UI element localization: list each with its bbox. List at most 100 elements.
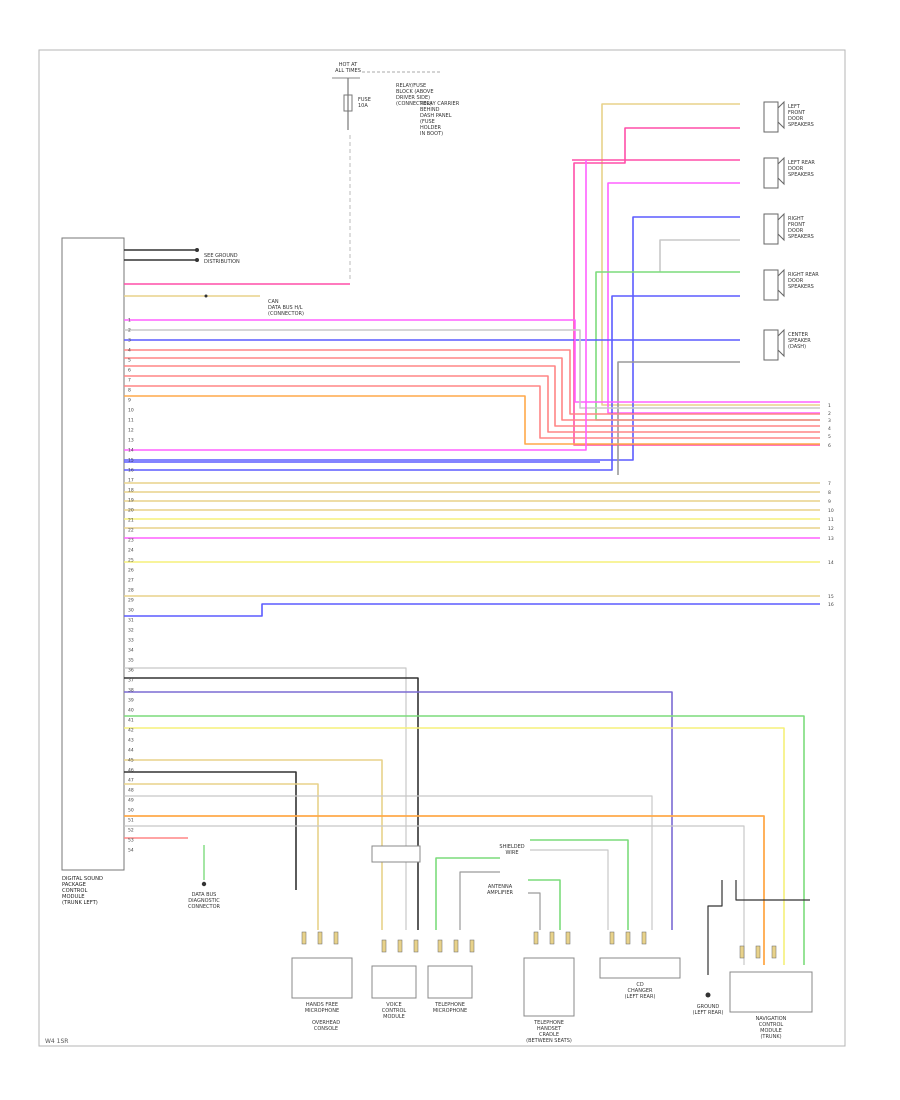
module-speaker-wire (124, 395, 820, 445)
module-pin-number: 49 (128, 798, 134, 804)
speaker-label-line: FRONT (788, 222, 806, 228)
component-pin (565, 931, 571, 945)
module-pin-number: 5 (128, 358, 131, 364)
module-pin-number: 4 (128, 348, 131, 354)
module-pin-number: 52 (128, 828, 134, 834)
module-pin-number: 12 (128, 428, 134, 434)
module-pin-number: 14 (128, 448, 134, 454)
right-pin-number: 6 (828, 443, 831, 449)
splice-dot (204, 294, 208, 298)
speaker-label-line: SPEAKERS (788, 122, 814, 128)
module-pin-number: 2 (128, 328, 131, 334)
component-label-line: MODULE (760, 1028, 782, 1034)
fuse-note-text-line: BEHIND (420, 107, 440, 113)
component-label-line: CONTROL (759, 1022, 784, 1028)
wire-right-front-a (124, 216, 740, 461)
wire-voice-c (124, 759, 383, 930)
speaker-label-line: SPEAKER (788, 338, 811, 344)
right-pin-number: 10 (828, 508, 834, 514)
module-pin-number: 7 (128, 378, 131, 384)
component-pin (317, 931, 323, 945)
speaker-label-line: DOOR (788, 166, 804, 172)
speaker-label-line: RIGHT (788, 216, 805, 222)
module-pin-number: 43 (128, 738, 134, 744)
wire-group (124, 103, 820, 975)
wire-left-rear-b (607, 182, 820, 414)
wire-cd-d (530, 839, 629, 930)
module-pin-number: 28 (128, 588, 134, 594)
data-bus-label-line: CONNECTOR (188, 904, 221, 910)
fuse-note-text-line: IN BOOT) (420, 131, 443, 137)
module-pin-number: 31 (128, 618, 134, 624)
speaker-label-line: RIGHT REAR (788, 272, 819, 278)
module-pin-number: 22 (128, 528, 134, 534)
component-box (523, 957, 575, 1017)
component-pin (609, 931, 615, 945)
speaker-connector (763, 213, 779, 245)
speaker-label-line: CENTER (788, 332, 809, 338)
right-pin-number: 11 (828, 517, 834, 523)
speaker-label-line: DOOR (788, 278, 804, 284)
wire-nav-ground (707, 880, 810, 975)
right-pin-number: 12 (828, 526, 834, 532)
speaker-label-line: SPEAKERS (788, 172, 814, 178)
control-module-label-line: (TRUNK LEFT) (62, 900, 98, 906)
module-pin-number: 16 (128, 468, 134, 474)
module-pin-number: 21 (128, 518, 134, 524)
component-label-line: NAVIGATION (756, 1016, 787, 1022)
right-pin-number: 3 (828, 418, 831, 424)
control-module-box (61, 237, 125, 871)
right-pin-number: 1 (828, 403, 831, 409)
fuse-relay-text-line: DRIVER SIDE) (396, 95, 430, 101)
right-pin-number: 14 (828, 560, 834, 566)
right-pin-number: 9 (828, 499, 831, 505)
nav-ground-label: GROUND(LEFT REAR) (693, 1004, 724, 1016)
control-module-label-line: DIGITAL SOUND (62, 876, 103, 882)
module-pin-number: 44 (128, 748, 134, 754)
component-label-line: HANDSET (537, 1026, 562, 1032)
speaker-label-line: FRONT (788, 110, 806, 116)
wire-right-front-b (659, 239, 740, 272)
speaker-icon (777, 100, 785, 130)
right-pin-number: 16 (828, 602, 834, 608)
wire-tel-a (435, 857, 500, 930)
can-label-line: (CONNECTOR) (268, 311, 304, 317)
module-pin-number: 40 (128, 708, 134, 714)
nav-ground-label-line: (LEFT REAR) (693, 1010, 724, 1016)
component-box (427, 965, 473, 999)
module-pin-number: 19 (128, 498, 134, 504)
fuse-element (343, 94, 353, 112)
module-pin-number: 50 (128, 808, 134, 814)
fuse-relay-text-line: (CONNECTOR) (396, 101, 432, 107)
wire-antenna-b (528, 879, 561, 930)
ground-dist-ref-line: SEE GROUND (204, 253, 238, 259)
fuse-relay-text-line: RELAY/FUSE (396, 83, 426, 89)
module-speaker-wire (124, 375, 820, 433)
component-box (729, 971, 813, 1013)
module-pin-number: 29 (128, 598, 134, 604)
right-pin-number: 5 (828, 434, 831, 440)
wire-center-b (617, 361, 740, 475)
module-pin-number: 32 (128, 628, 134, 634)
module-speaker-wire (124, 365, 820, 427)
component-label-line: (BETWEEN SEATS) (526, 1038, 572, 1044)
wire-hf-a (124, 771, 297, 890)
wire-rear-return (124, 160, 587, 451)
wire-right-rear-b (124, 295, 740, 471)
component-pin (437, 939, 443, 953)
fuse-title-line: HOT AT (339, 62, 358, 68)
module-pin-number: 38 (128, 688, 134, 694)
wire-nav-b (124, 727, 785, 965)
diagram-frame (38, 49, 846, 1047)
speaker-label-line: DOOR (788, 116, 804, 122)
voice-module-connector (371, 845, 421, 863)
